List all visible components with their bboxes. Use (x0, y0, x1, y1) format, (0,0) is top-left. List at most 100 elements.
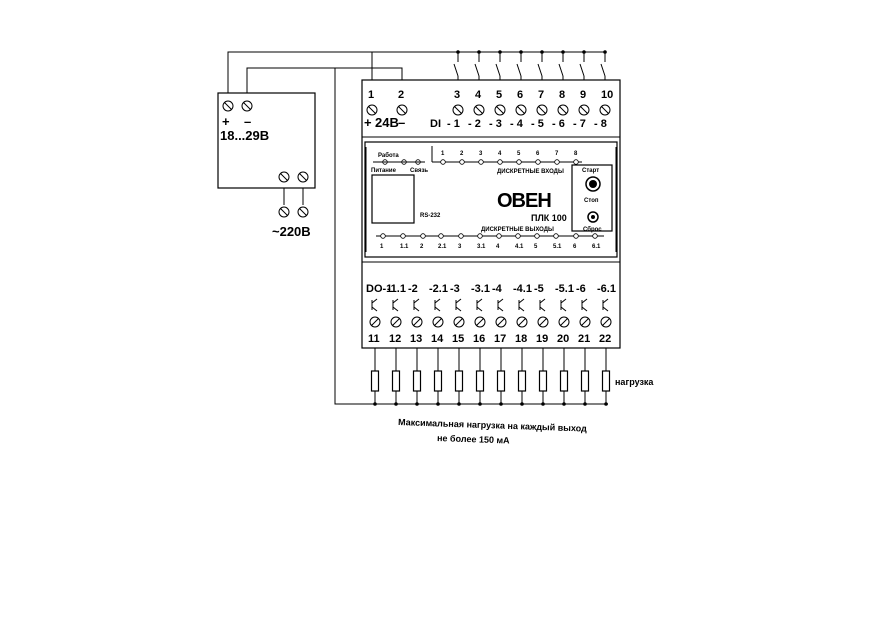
load-resistor (496, 370, 506, 392)
load-resistor (433, 370, 443, 392)
output-transistor (434, 306, 441, 312)
top-terminal-number: 3 (454, 89, 460, 101)
load-resistor (538, 370, 548, 392)
led-link-label: Связь (410, 168, 428, 174)
output-led-number: 5.1 (553, 244, 562, 250)
bottom-terminal-label: -3.1 (471, 283, 490, 295)
output-led-number: 5 (534, 244, 538, 250)
power-supply: + – 18...29В ~220В (217, 92, 316, 239)
load-resistor (475, 370, 485, 392)
di-sign: - 2 (468, 118, 481, 130)
load-resistor (391, 370, 401, 392)
power-supply-box (217, 92, 316, 189)
bottom-terminal-label: -5 (534, 283, 544, 295)
load-resistor (580, 370, 590, 392)
di-sign: - 1 (447, 118, 460, 130)
load-resistor (454, 370, 464, 392)
output-led (420, 233, 426, 239)
output-led (592, 233, 598, 239)
input-switch-contact (600, 63, 606, 77)
supply-wires (227, 51, 608, 405)
input-led (440, 159, 446, 165)
di-sign: - 4 (510, 118, 524, 130)
bottom-terminal-number: 22 (599, 333, 611, 345)
output-transistor (518, 306, 525, 312)
input-led-number: 7 (555, 151, 559, 157)
bottom-terminal-number: 18 (515, 333, 527, 345)
di-sign: - 8 (594, 118, 607, 130)
output-led-number: 3 (458, 244, 462, 250)
output-led (438, 233, 444, 239)
bottom-terminal-label: -6 (576, 283, 586, 295)
load-resistor (601, 370, 611, 392)
di-sign: - 6 (552, 118, 565, 130)
top-terminal-number: 9 (580, 89, 586, 101)
output-transistor (476, 306, 483, 312)
output-transistor (413, 306, 420, 312)
output-transistor (581, 306, 588, 312)
input-led (478, 159, 484, 165)
output-led-number: 1.1 (400, 244, 409, 250)
input-led-number: 6 (536, 151, 540, 157)
output-led (515, 233, 521, 239)
ps-plus-label: + (222, 114, 230, 129)
sign-24v: 24В (375, 115, 399, 130)
stop-label: Стоп (584, 198, 599, 204)
top-terminal-number: 8 (559, 89, 565, 101)
output-transistor (392, 306, 399, 312)
led-power-label: Питание (371, 168, 397, 174)
bottom-terminal-label: -4.1 (513, 283, 532, 295)
output-led-number: 3.1 (477, 244, 486, 250)
ps-voltage-label: 18...29В (220, 128, 269, 143)
output-transistor (455, 306, 462, 312)
input-led-number: 1 (441, 151, 445, 157)
output-transistor (371, 306, 378, 312)
inputs-caption: ДИСКРЕТНЫЕ ВХОДЫ (497, 169, 564, 175)
output-led (380, 233, 386, 239)
sign-plus: + (364, 115, 372, 130)
output-led (553, 233, 559, 239)
top-terminal-number: 1 (368, 89, 374, 101)
bottom-terminal-number: 15 (452, 333, 464, 345)
output-led-number: 4.1 (515, 244, 524, 250)
bottom-terminals: DO-111-1.112-213-2.114-315-3.116-417-4.1… (366, 283, 616, 345)
input-led (535, 159, 541, 165)
di-signs: - 1- 2- 3- 4- 5- 6- 7- 8 (447, 118, 607, 130)
output-led-number: 4 (496, 244, 500, 250)
control-box (571, 164, 613, 232)
output-transistor (497, 306, 504, 312)
rs232-label: RS-232 (420, 213, 441, 219)
bottom-terminal-number: 12 (389, 333, 401, 345)
input-led-number: 4 (498, 151, 502, 157)
bottom-terminal-label: -6.1 (597, 283, 616, 295)
outputs-caption: ДИСКРЕТНЫЕ ВЫХОДЫ (481, 227, 554, 233)
input-led (573, 159, 579, 165)
input-switch-contact (558, 63, 564, 77)
output-transistor (602, 306, 609, 312)
bottom-terminal-label: -4 (492, 283, 503, 295)
di-sign: - 7 (573, 118, 586, 130)
input-led (459, 159, 465, 165)
bottom-terminal-number: 19 (536, 333, 548, 345)
bottom-terminal-label: DO-1 (366, 283, 392, 295)
input-led (554, 159, 560, 165)
input-led-number: 3 (479, 151, 483, 157)
bottom-terminal-number: 13 (410, 333, 422, 345)
input-switch-contact (495, 63, 501, 77)
top-terminal-number: 5 (496, 89, 502, 101)
output-transistor (560, 306, 567, 312)
output-led (534, 233, 540, 239)
bottom-terminal-number: 20 (557, 333, 569, 345)
top-terminal-number: 4 (475, 89, 482, 101)
input-switch-contact (474, 63, 480, 77)
bottom-terminal-number: 11 (368, 333, 380, 345)
output-led (496, 233, 502, 239)
output-led-number: 2.1 (438, 244, 447, 250)
output-led-number: 6 (573, 244, 577, 250)
led-work-label: Работа (378, 152, 399, 159)
top-terminal-number: 10 (601, 89, 613, 101)
